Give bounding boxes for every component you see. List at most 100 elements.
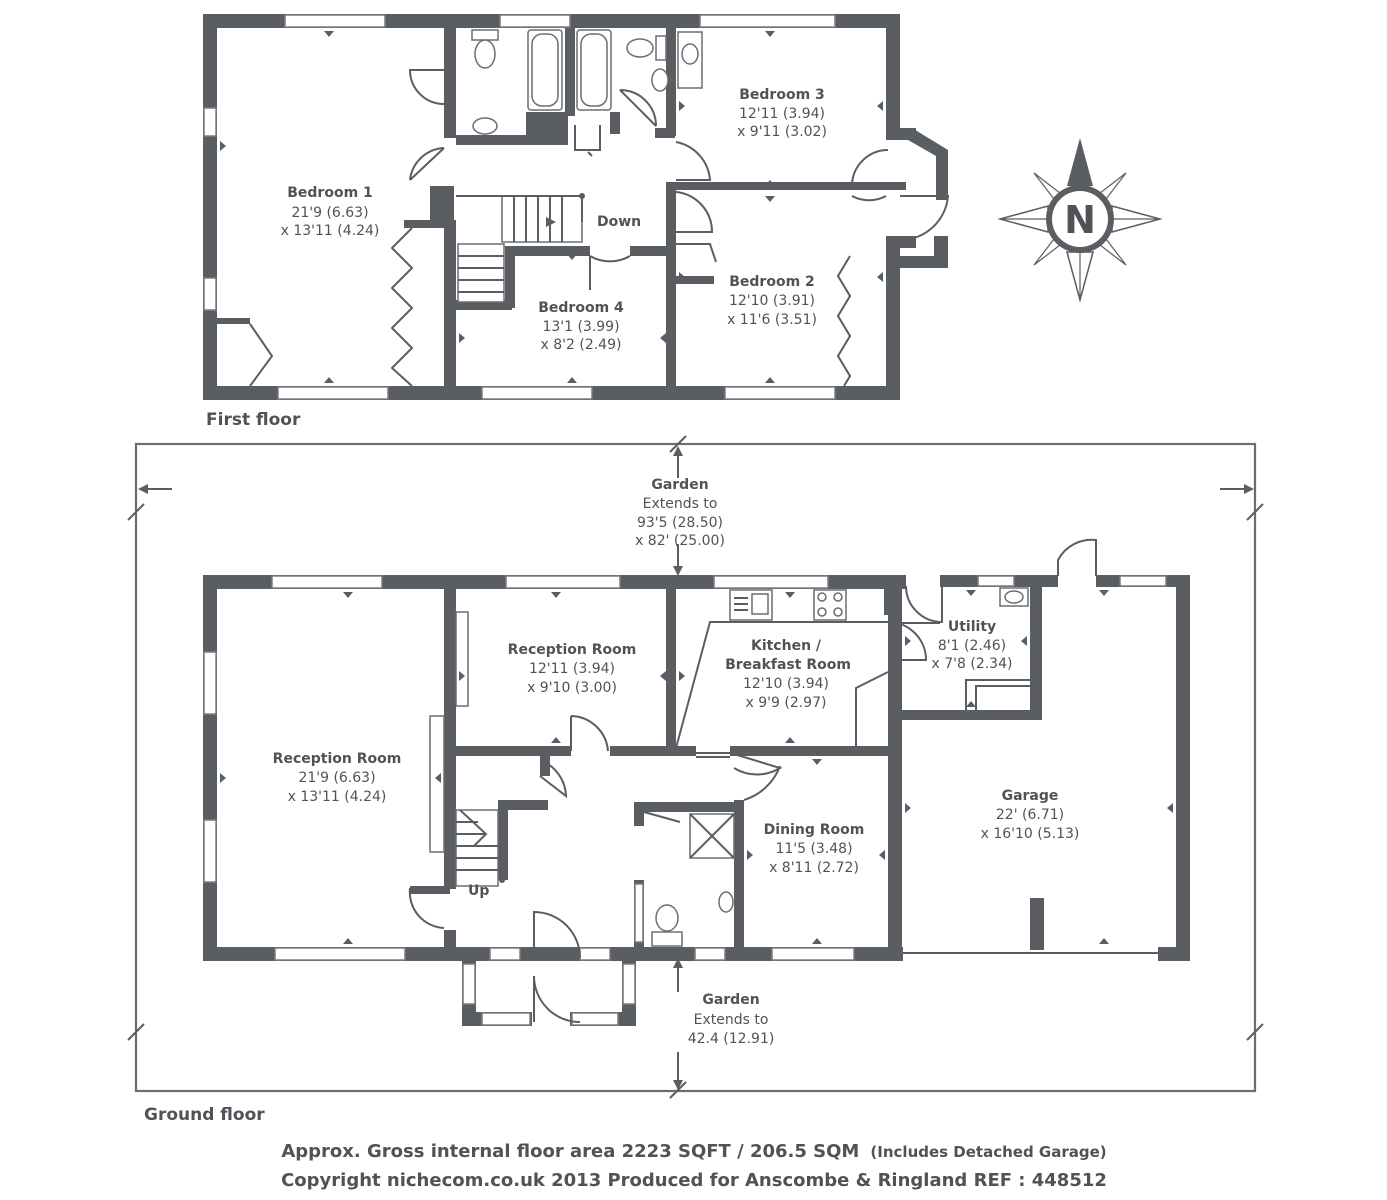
wall: [498, 800, 548, 810]
wall: [505, 246, 515, 308]
wall: [498, 800, 508, 880]
wardrobes: [249, 227, 852, 387]
wall: [666, 182, 906, 190]
room-dim-utility: x 7'8 (2.34): [932, 656, 1013, 672]
room-dim-utility: 8'1 (2.46): [938, 638, 1006, 654]
basin: [651, 68, 669, 92]
wall: [634, 802, 644, 826]
room-dim-bedroom3: x 9'11 (3.02): [737, 124, 827, 140]
window: [505, 575, 621, 589]
room-dim-reception-small: x 9'10 (3.00): [527, 680, 617, 696]
room-name-kitchen: Kitchen /: [751, 638, 822, 654]
room-dim-bedroom4: 13'1 (3.99): [542, 319, 619, 335]
room-dim-reception-large: x 13'11 (4.24): [288, 789, 387, 805]
room-dim-garage: 22' (6.71): [996, 807, 1064, 823]
utility-fixtures: [902, 587, 1030, 710]
wall: [444, 220, 456, 400]
garden-rear-text: Extends to: [643, 496, 718, 512]
toilet: [655, 35, 667, 61]
wall: [1176, 575, 1190, 961]
room-dim-reception-large: 21'9 (6.63): [298, 770, 375, 786]
window: [571, 1012, 619, 1026]
room-name-reception-small: Reception Room: [508, 642, 637, 658]
wall: [444, 930, 456, 960]
bath-inner: [531, 33, 559, 107]
window: [579, 947, 611, 961]
wall: [456, 135, 526, 145]
room-name-reception-large: Reception Room: [273, 751, 402, 767]
wall: [610, 112, 620, 134]
basin: [681, 43, 699, 65]
window: [499, 14, 571, 28]
wall: [630, 246, 670, 256]
wall: [540, 756, 550, 776]
room-dim-bedroom1: 21'9 (6.63): [291, 205, 368, 221]
wall: [1030, 575, 1042, 720]
wall: [203, 14, 217, 400]
bath-inner: [580, 33, 608, 107]
wall: [456, 300, 512, 310]
wall: [203, 575, 217, 961]
room-dim-bedroom3: 12'11 (3.94): [739, 106, 825, 122]
room-dim-bedroom1: x 13'11 (4.24): [281, 223, 380, 239]
room-dim-bedroom2: 12'10 (3.91): [729, 293, 815, 309]
window: [462, 963, 476, 1005]
window: [203, 277, 217, 311]
wall: [216, 318, 250, 324]
chimney-breast: [429, 715, 445, 853]
window: [489, 947, 521, 961]
garden-rear-name: Garden: [651, 477, 708, 493]
wall: [730, 746, 890, 756]
room-name-kitchen: Breakfast Room: [725, 657, 851, 673]
room-name-bedroom1: Bedroom 1: [287, 185, 373, 201]
wall: [666, 28, 676, 136]
room-dim-dining: x 8'11 (2.72): [769, 860, 859, 876]
toilet: [471, 29, 499, 41]
toilet: [655, 904, 679, 932]
wall: [884, 587, 898, 615]
window: [203, 651, 217, 715]
cloakroom-fixtures: [634, 813, 735, 947]
sink: [751, 593, 769, 615]
staircase: [455, 809, 505, 887]
wall: [456, 746, 571, 756]
room-name-dining: Dining Room: [764, 822, 865, 838]
window: [274, 947, 406, 961]
wall: [404, 220, 448, 228]
ground-floor-plan: Reception Room 21'9 (6.63) x 13'11 (4.24…: [127, 435, 1264, 1125]
room-name-bedroom3: Bedroom 3: [739, 87, 825, 103]
window: [771, 947, 855, 961]
toilet: [626, 38, 654, 58]
room-name-bedroom2: Bedroom 2: [729, 274, 815, 290]
room-dim-kitchen: 12'10 (3.94): [743, 676, 829, 692]
wall: [902, 710, 1042, 720]
window: [271, 575, 383, 589]
wall: [676, 746, 696, 756]
bathroom-fixtures: [471, 29, 703, 157]
room-dim-kitchen: x 9'9 (2.97): [746, 695, 827, 711]
footer-area-text: Approx. Gross internal floor area 2223 S…: [281, 1141, 859, 1162]
room-dim-bedroom2: x 11'6 (3.51): [727, 312, 817, 328]
room-name-utility: Utility: [948, 619, 996, 635]
floor-label-first: First floor: [206, 410, 301, 430]
window: [713, 575, 829, 589]
wall: [666, 589, 676, 756]
wall: [886, 14, 900, 134]
kitchen-fixtures: [675, 589, 889, 758]
window: [1119, 575, 1167, 587]
window: [622, 963, 636, 1005]
wall: [610, 746, 670, 756]
wall: [565, 28, 575, 116]
stair-label-up: Up: [468, 883, 489, 899]
window: [694, 947, 726, 961]
wall: [886, 256, 948, 268]
wall: [526, 112, 568, 145]
wall: [886, 128, 916, 140]
north-compass-icon: N: [997, 138, 1163, 303]
wall: [1030, 898, 1044, 950]
window: [203, 107, 217, 137]
wall: [1158, 947, 1190, 961]
first-floor-plan: Bedroom 1 21'9 (6.63) x 13'11 (4.24) Bed…: [203, 14, 950, 430]
room-dim-bedroom4: x 8'2 (2.49): [541, 337, 622, 353]
